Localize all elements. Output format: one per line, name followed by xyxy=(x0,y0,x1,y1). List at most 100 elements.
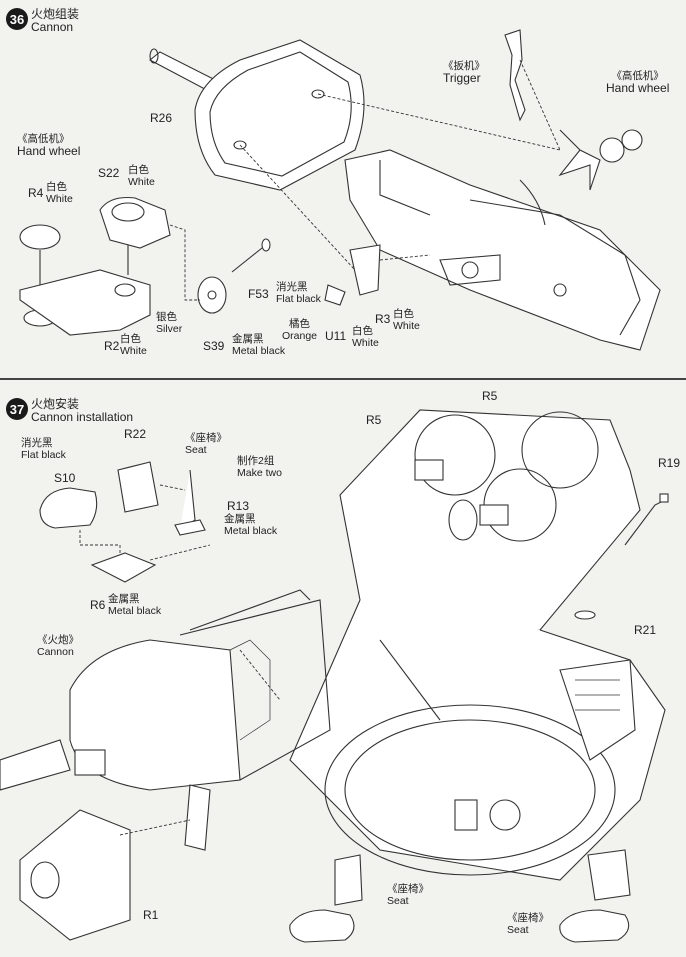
label-seat-mid: 《座椅》 Seat xyxy=(387,883,429,907)
f53-color-en: Flat black xyxy=(276,293,321,305)
r6-color-en: Metal black xyxy=(108,605,162,617)
label-silver: 银色 Silver xyxy=(156,311,182,335)
seat-back-r22 xyxy=(117,461,159,513)
cannon-en: Cannon xyxy=(37,646,74,658)
step-37-title: 火炮安装 Cannon installation xyxy=(31,398,133,424)
cannon-support-37 xyxy=(184,784,211,851)
label-r4: R4 xyxy=(28,186,44,200)
flatblack-cn: 消光黑 xyxy=(21,437,53,449)
section-divider xyxy=(0,378,686,380)
label-r5-left: R5 xyxy=(366,413,382,427)
label-f53: F53 xyxy=(248,287,269,301)
handwheel-right xyxy=(558,129,643,191)
label-trigger: 《扳机》 Trigger xyxy=(443,60,485,84)
handwheel-left-en: Hand wheel xyxy=(17,144,81,158)
seat-low-en: Seat xyxy=(507,924,529,936)
s22-color-en: White xyxy=(128,176,155,188)
s39-color-en: Metal black xyxy=(232,345,286,357)
make-two-en: Make two xyxy=(237,467,282,479)
label-r2: R2 xyxy=(104,339,120,353)
label-r3-color: 白色 White xyxy=(393,308,420,332)
label-s10: S10 xyxy=(54,471,76,485)
s22-color-cn: 白色 xyxy=(128,164,149,176)
seat-mid-en: Seat xyxy=(387,895,409,907)
seat-post-r13 xyxy=(174,469,206,536)
gun-shield-r26 xyxy=(194,39,365,191)
seat-r6 xyxy=(90,552,157,583)
trigger-en: Trigger xyxy=(443,71,481,85)
seat-bracket-r1 xyxy=(19,809,131,941)
label-r5-right: R5 xyxy=(482,389,498,403)
disc-s39 xyxy=(197,276,227,314)
label-s22-color: 白色 White xyxy=(128,164,155,188)
trigger-cn: 《扳机》 xyxy=(443,60,485,72)
label-r6-color: 金属黑 Metal black xyxy=(108,593,161,617)
cannon-assembly-37 xyxy=(0,589,331,791)
label-s39: S39 xyxy=(203,339,225,353)
r4-color-cn: 白色 xyxy=(46,181,67,193)
r3-color-en: White xyxy=(393,320,420,332)
gearbox-s22 xyxy=(99,196,171,275)
label-handwheel-left: 《高低机》 Hand wheel xyxy=(17,133,80,157)
r3-color-cn: 白色 xyxy=(393,308,414,320)
r2-color-cn: 白色 xyxy=(120,333,141,345)
label-r13-color: 金属黑 Metal black xyxy=(224,513,277,537)
orange-cn: 橘色 xyxy=(289,318,311,330)
label-seat-low: 《座椅》 Seat xyxy=(507,912,549,936)
sight-arrow-lines-36 xyxy=(239,59,561,271)
handwheel-right-cn: 《高低机》 xyxy=(611,70,664,82)
bracket-u11 xyxy=(324,244,381,306)
step-37-title-en: Cannon installation xyxy=(31,410,134,424)
label-orange: 橘色 Orange xyxy=(282,318,317,342)
label-seat-top: 《座椅》 Seat xyxy=(185,432,227,456)
seat-lower-center xyxy=(289,854,363,943)
seat-s10 xyxy=(39,487,98,529)
trigger-part xyxy=(504,29,526,122)
label-f53-color: 消光黑 Flat black xyxy=(276,281,321,305)
f53-color-cn: 消光黑 xyxy=(276,281,308,293)
label-flatblack-s10: 消光黑 Flat black xyxy=(21,437,66,461)
label-r22: R22 xyxy=(124,427,147,441)
handrail-r19 xyxy=(624,493,669,546)
cannon-body-36 xyxy=(344,149,661,351)
u11-color-cn: 白色 xyxy=(352,325,373,337)
r4-color-en: White xyxy=(46,193,73,205)
silver-en: Silver xyxy=(156,323,183,335)
label-make-two: 制作2组 Make two xyxy=(237,455,282,479)
step-36-title: 火炮组装 Cannon xyxy=(31,8,79,34)
label-r13: R13 xyxy=(227,499,250,513)
label-cannon: 《火炮》 Cannon xyxy=(37,634,79,658)
label-r2-color: 白色 White xyxy=(120,333,147,357)
route-line-37 xyxy=(79,484,281,836)
step-37-title-cn: 火炮安装 xyxy=(31,397,80,411)
seat-top-cn: 《座椅》 xyxy=(185,432,227,444)
label-r6: R6 xyxy=(90,598,106,612)
label-r19: R19 xyxy=(658,456,681,470)
label-u11-color: 白色 White xyxy=(352,325,379,349)
cannon-cn: 《火炮》 xyxy=(37,634,79,646)
label-s22: S22 xyxy=(98,166,120,180)
turret-inner-details xyxy=(414,459,636,831)
bracket-r2 xyxy=(19,269,151,336)
label-r4-color: 白色 White xyxy=(46,181,73,205)
route-line-36 xyxy=(169,224,200,301)
label-r3: R3 xyxy=(375,312,391,326)
make-two-cn: 制作2组 xyxy=(237,455,275,467)
seat-low-cn: 《座椅》 xyxy=(507,912,549,924)
s39-color-cn: 金属黑 xyxy=(232,333,264,345)
r13-color-en: Metal black xyxy=(224,525,278,537)
label-r1: R1 xyxy=(143,908,159,922)
step-36-title-en: Cannon xyxy=(31,20,74,34)
r13-color-cn: 金属黑 xyxy=(224,513,256,525)
handwheel-left-cn: 《高低机》 xyxy=(17,133,70,145)
label-s39-color: 金属黑 Metal black xyxy=(232,333,285,357)
orange-en: Orange xyxy=(282,330,318,342)
seat-top-en: Seat xyxy=(185,444,207,456)
seat-mid-cn: 《座椅》 xyxy=(387,883,429,895)
step-36-badge: 36 xyxy=(6,8,28,30)
periscope-r21 xyxy=(574,610,596,620)
label-r26: R26 xyxy=(150,111,173,125)
silver-cn: 银色 xyxy=(156,311,177,323)
